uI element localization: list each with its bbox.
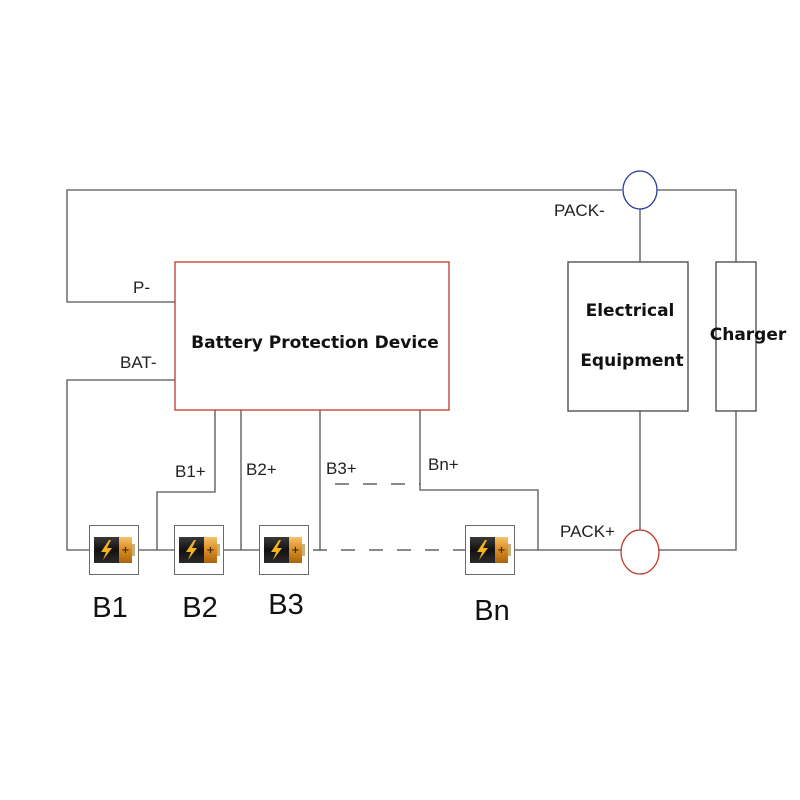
label-b2-plus: B2+: [246, 460, 277, 479]
wire-pack-minus-to-charger: [656, 189, 737, 262]
pack-plus-terminal: [620, 529, 660, 575]
battery-b2: [174, 525, 224, 575]
charger-box: [715, 261, 757, 412]
device-label: Battery Protection Device: [191, 333, 439, 353]
electrical-equipment-box: [567, 261, 689, 412]
battery-label-b3: B3: [268, 589, 303, 621]
charger-label: Charger: [710, 325, 787, 345]
load-label-line2: Equipment: [580, 351, 683, 371]
battery-label-b1: B1: [92, 592, 127, 624]
wire-pack-plus-to-charger: [659, 411, 737, 551]
label-b3-plus: B3+: [326, 459, 357, 478]
label-pack-plus: PACK+: [560, 522, 615, 541]
label-bat-minus: BAT-: [120, 353, 157, 372]
battery-cell-icon: [89, 525, 139, 575]
label-b1-plus: B1+: [175, 462, 206, 481]
label-bn-plus: Bn+: [428, 455, 459, 474]
label-p-minus: P-: [133, 278, 150, 297]
battery-b3: [259, 525, 309, 575]
wire-p-minus-to-pack-minus: [66, 189, 622, 303]
battery-bn: [465, 525, 515, 575]
battery-cell-icon: [174, 525, 224, 575]
battery-protection-device-box: [174, 261, 450, 411]
battery-cell-icon: [259, 525, 309, 575]
wire-bat-minus-to-b1: [66, 379, 175, 551]
battery-label-bn: Bn: [474, 595, 509, 627]
battery-b1: [89, 525, 139, 575]
wire-bn-plus-tap: [419, 410, 539, 550]
pack-minus-terminal: [622, 170, 658, 210]
battery-label-b2: B2: [182, 592, 217, 624]
battery-cell-icon: [465, 525, 515, 575]
load-label-line1: Electrical: [586, 301, 675, 321]
wire-b1-plus-tap: [156, 410, 216, 550]
label-pack-minus: PACK-: [554, 201, 605, 220]
